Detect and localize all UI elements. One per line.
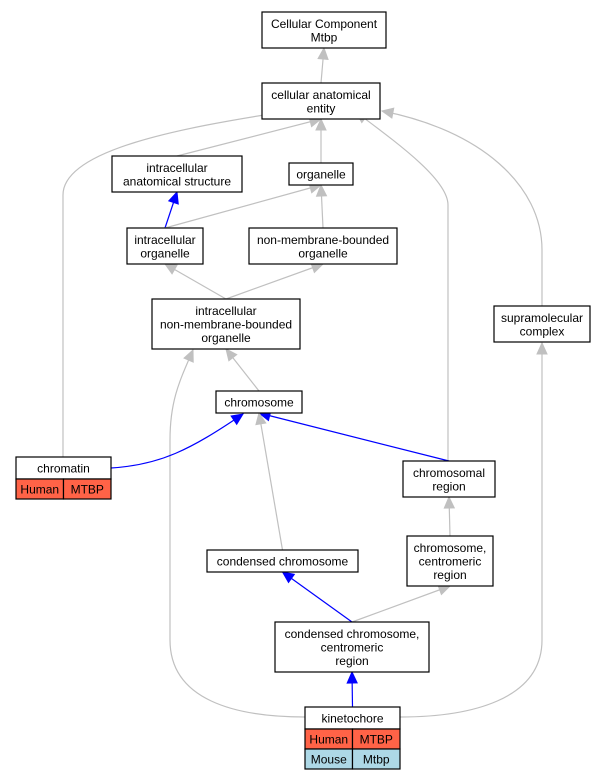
edge-condensed-chromosome-to-chromosome — [258, 412, 284, 551]
edge-condensed-chromosome-centromeric-region-to-condensed-chromosome — [282, 571, 353, 623]
species-cell-label: Human — [309, 733, 348, 747]
edge-intracellular-organelle-to-organelle — [164, 184, 322, 229]
node-label: region — [433, 568, 466, 582]
node-box — [274, 621, 430, 673]
edge-kinetochore-to-intracellular-non-membrane-bounded-organelle-arrowhead — [183, 348, 194, 363]
edge-chromatin-to-chromosome — [110, 413, 244, 469]
edge-kinetochore-to-supramolecular-complex-arrowhead — [536, 341, 548, 355]
edge-condensed-chromosome-centromeric-region-to-chromosome-centromeric-region — [351, 585, 451, 623]
node-label: condensed chromosome, — [285, 627, 420, 641]
node-chromosome[interactable]: chromosome — [215, 390, 303, 414]
node-label: organelle — [201, 331, 251, 345]
species-cell-label: Mouse — [311, 753, 347, 767]
edge-chromosome-to-intracellular-non-membrane-bounded-organelle-arrowhead — [225, 348, 238, 362]
node-label: centromeric — [321, 641, 384, 655]
node-label: kinetochore — [321, 712, 383, 726]
node-box — [261, 82, 381, 120]
node-label: centromeric — [419, 555, 482, 569]
species-cell — [62, 478, 112, 500]
edge-chromatin-to-cellular-anatomical-entity — [62, 111, 284, 457]
edge-kinetochore-to-condensed-chromosome-centromeric-region-arrowhead — [346, 670, 358, 684]
edge-chromosomal-region-to-chromosome — [258, 412, 450, 462]
node-box — [493, 305, 591, 343]
edge-layer — [62, 46, 548, 718]
edge-cellular-anatomical-entity-to-cellular-component-arrowhead — [317, 46, 329, 60]
edge-intracellular-non-membrane-bounded-organelle-to-intracellular-organelle — [164, 263, 227, 300]
edge-condensed-chromosome-centromeric-region-to-condensed-chromosome-arrowhead — [281, 571, 296, 584]
edge-kinetochore-to-supramolecular-complex — [399, 343, 543, 718]
edge-chromosomal-region-to-cellular-anatomical-entity — [355, 111, 449, 461]
node-box — [288, 162, 354, 186]
node-label: intracellular — [134, 233, 195, 247]
node-label: non-membrane-bounded — [160, 318, 292, 332]
node-box — [111, 155, 243, 193]
edge-intracellular-non-membrane-bounded-organelle-to-intracellular-organelle-arrowhead — [163, 263, 178, 275]
node-box — [406, 535, 494, 587]
species-cell-label: MTBP — [71, 483, 104, 497]
node-label: region — [335, 654, 368, 668]
species-cell-label: Human — [20, 483, 59, 497]
node-label: intracellular — [195, 304, 256, 318]
species-cell-label: Mtbp — [363, 753, 390, 767]
node-label: complex — [520, 324, 565, 338]
node-intracellular-non-membrane-bounded-organelle[interactable]: intracellularnon-membrane-boundedorganel… — [151, 298, 301, 350]
node-label: condensed chromosome — [217, 555, 349, 569]
edge-condensed-chromosome-to-chromosome-arrowhead — [255, 411, 267, 426]
edge-chromatin-to-chromosome-arrowhead — [230, 413, 244, 426]
edge-supramolecular-complex-to-cellular-anatomical-entity — [381, 110, 543, 306]
node-box — [215, 390, 303, 414]
node-label: chromosome — [224, 396, 294, 410]
node-label: cellular anatomical — [271, 88, 370, 102]
edge-intracellular-anatomical-structure-to-cellular-anatomical-entity — [176, 118, 322, 157]
node-label: anatomical structure — [123, 174, 231, 188]
edge-supramolecular-complex-to-cellular-anatomical-entity-arrowhead — [380, 107, 395, 119]
node-box — [261, 11, 387, 49]
edge-intracellular-organelle-to-intracellular-anatomical-structure-arrowhead — [167, 190, 179, 205]
node-label: chromosome, — [414, 541, 487, 555]
node-label: supramolecular — [501, 311, 583, 325]
edge-chromosome-centromeric-region-to-chromosomal-region-arrowhead — [443, 495, 456, 509]
node-label: chromosomal — [413, 466, 485, 480]
node-condensed-chromosome[interactable]: condensed chromosome — [206, 549, 359, 573]
node-label: region — [432, 479, 465, 493]
node-box — [151, 298, 301, 350]
node-box — [206, 549, 359, 573]
edge-intracellular-non-membrane-bounded-organelle-to-non-membrane-bounded-organelle — [225, 263, 324, 300]
node-organelle[interactable]: organelle — [288, 162, 354, 186]
node-box — [126, 227, 204, 265]
edge-organelle-to-cellular-anatomical-entity-arrowhead — [315, 117, 327, 131]
node-label: Mtbp — [311, 30, 338, 44]
node-box — [402, 460, 496, 498]
node-label: entity — [307, 101, 336, 115]
node-box — [248, 227, 398, 265]
species-cell-label: MTBP — [360, 733, 393, 747]
node-label: organelle — [140, 246, 190, 260]
node-label: non-membrane-bounded — [257, 233, 389, 247]
node-label: organelle — [296, 168, 346, 182]
edge-kinetochore-to-intracellular-non-membrane-bounded-organelle — [169, 349, 306, 718]
node-label: intracellular — [146, 161, 207, 175]
node-label: organelle — [298, 246, 348, 260]
species-cell — [351, 748, 401, 770]
node-label: Cellular Component — [271, 17, 378, 31]
edge-non-membrane-bounded-organelle-to-organelle-arrowhead — [315, 183, 328, 197]
node-label: chromatin — [37, 462, 90, 476]
